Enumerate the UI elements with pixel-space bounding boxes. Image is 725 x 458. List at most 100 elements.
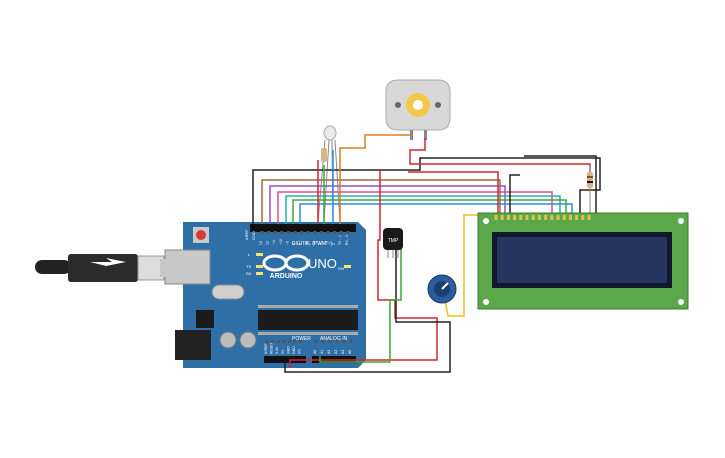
led-lens [323,125,337,141]
digital-pin-pin[interactable] [346,231,350,234]
power-pin-pin[interactable] [265,340,269,343]
usb-b-port [164,249,211,285]
lcd-pin[interactable] [537,215,541,220]
motor-screw-right [435,102,441,108]
board-pcb [183,222,366,368]
lcd-pin[interactable] [556,215,560,220]
reset-button[interactable] [196,230,206,240]
lcd-pin[interactable] [494,215,498,220]
lcd-resistor-band-1 [587,176,593,178]
wire-red-power [289,170,438,368]
digital-pin-pin[interactable] [333,231,337,234]
power-pin-pin[interactable] [276,340,280,343]
digital-pin-label: ~3 [325,241,329,245]
lcd-resistor-body [587,172,593,188]
digital-pin-pin[interactable] [293,231,297,234]
lcd-pin[interactable] [575,215,579,220]
analog-pin-pin[interactable] [335,340,339,343]
power-pin-label: RESET [270,341,274,354]
digital-pin-pin[interactable] [313,231,317,234]
lcd-pin[interactable] [513,215,517,220]
digital-pin-label: 13 [259,241,263,245]
usb-cable-end [35,260,71,274]
led-on [344,265,351,268]
arduino-brand: ARDUINO [270,273,303,280]
power-label: POWER [292,336,311,342]
analog-pin-pin[interactable] [314,340,318,343]
analog-pin-pin[interactable] [342,340,346,343]
lcd-mount-hole-tr [678,218,684,224]
wire-brown [261,179,501,224]
digital-pin-pin[interactable] [300,231,304,234]
wire-green-analog [319,246,402,363]
led-l [256,253,263,256]
led-leg-4 [334,139,341,223]
lcd-pin[interactable] [568,215,572,220]
lcd-pin[interactable] [531,215,535,220]
power-pin-pin[interactable] [287,340,291,343]
arduino-uno-board[interactable]: ARDUINO UNO DIGITAL (PWM ~) POWER ANALOG… [164,222,366,368]
arduino-model: UNO [308,256,337,271]
led-leg-2 [323,139,330,223]
digital-pin-pin[interactable] [326,231,330,234]
lcd-pin[interactable] [562,215,566,220]
potentiometer[interactable] [427,274,457,304]
lcd-pin[interactable] [550,215,554,220]
digital-pin-pin[interactable] [319,231,323,234]
analog-pin-label: A3 [334,350,338,354]
led-resistor [321,148,327,162]
digital-pin-label: 12 [266,241,270,245]
wire-black-lcd [524,155,597,215]
usb-connector-bridge [160,259,168,277]
usb-cable[interactable] [35,254,165,282]
digital-header [250,224,356,232]
crystal-oscillator [211,284,245,300]
analog-pin-pin[interactable] [328,340,332,343]
lcd-pin[interactable] [506,215,510,220]
lcd-display[interactable] [477,212,689,310]
lcd-pin[interactable] [544,215,548,220]
led-l-label: L [248,252,251,257]
led-tx-label: TX [246,264,251,269]
digital-pin-pin[interactable] [260,231,264,234]
analog-pin-pin[interactable] [349,340,353,343]
rgb-led[interactable] [317,125,341,223]
lcd-pin[interactable] [519,215,523,220]
power-pin-label: GND [292,346,296,354]
power-pin-pin[interactable] [293,340,297,343]
lcd-pin[interactable] [587,215,591,220]
tmp-sensor-label: TMP [388,238,399,244]
power-pin-pin[interactable] [299,340,303,343]
lcd-pin[interactable] [500,215,504,220]
power-pin-label: GND [286,346,290,354]
digital-pin-pin[interactable] [286,231,290,234]
aref-label: AREF [244,229,249,240]
digital-pin-label: ~11 [272,239,276,245]
digital-pin-label: ~10 [279,239,283,245]
motor-terminal-2 [424,130,427,140]
digital-pin-pin[interactable] [339,231,343,234]
digital-label: DIGITAL (PWM ~) [292,241,332,247]
digital-pin-label: 2 [332,243,336,245]
chip-pins-top [258,305,358,308]
tmp-sensor[interactable]: TMP [383,228,403,258]
analog-pin-pin[interactable] [321,340,325,343]
lcd-resistor[interactable] [587,165,593,215]
digital-pin-pin[interactable] [280,231,284,234]
analog-pin-label: A2 [327,350,331,354]
dc-motor[interactable] [385,79,451,140]
digital-pin-pin[interactable] [273,231,277,234]
capacitor-1 [219,331,237,349]
lcd-pin[interactable] [525,215,529,220]
lcd-pin[interactable] [581,215,585,220]
motor-terminal-1 [410,130,413,140]
power-pin-pin[interactable] [271,340,275,343]
digital-pin-pin[interactable] [306,231,310,234]
digital-pin-pin[interactable] [267,231,271,234]
power-pin-pin[interactable] [282,340,286,343]
wire-gnd-black [252,157,601,224]
led-rx-label: RX [246,271,252,276]
